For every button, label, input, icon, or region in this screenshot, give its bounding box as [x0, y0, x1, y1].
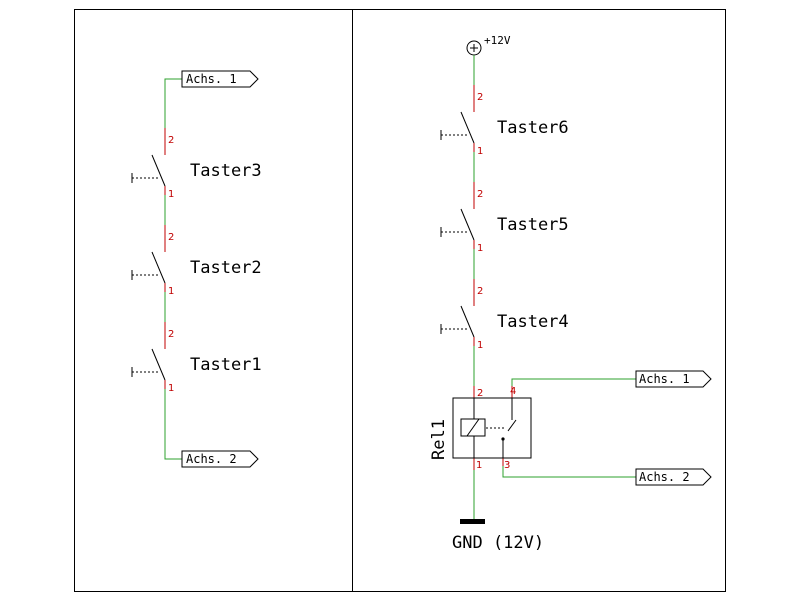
right-panel: +12V 2 1 Taster6 2 1: [429, 34, 712, 553]
net-flag-right-top[interactable]: Achs. 1: [635, 370, 712, 388]
ground-label: GND (12V): [452, 533, 544, 553]
switch-taster3[interactable]: 2 1 Taster3: [131, 128, 262, 200]
flag-shape: [635, 468, 712, 486]
pin-label: 3: [504, 460, 510, 471]
switch-name: Taster2: [190, 258, 262, 278]
switch-contact: [460, 208, 475, 241]
pin-label: 1: [477, 243, 483, 254]
wire-contact-top: [511, 378, 636, 386]
switch-contact: [151, 154, 166, 187]
switch-taster1[interactable]: 2 1 Taster1: [131, 322, 262, 394]
switch-name: Taster5: [497, 215, 569, 235]
flag-shape: [635, 370, 712, 388]
left-panel: 2 1 Taster3 2 1 Taster2 2 1 Taster1: [131, 70, 262, 468]
switch-name: Taster6: [497, 118, 569, 138]
switch-taster2[interactable]: 2 1 Taster2: [131, 225, 262, 297]
relay-contact: [507, 419, 517, 432]
switch-contact: [151, 251, 166, 284]
switch-taster6[interactable]: 2 1 Taster6: [440, 85, 569, 157]
relay-name: Rel1: [429, 419, 449, 460]
flag-label: Achs. 1: [186, 72, 237, 86]
pin-label: 2: [477, 286, 483, 297]
pin-label: 2: [168, 232, 174, 243]
pin-label: 2: [477, 388, 483, 399]
switch-contact: [151, 348, 166, 381]
relay-coil-slash: [466, 418, 480, 437]
ground-symbol[interactable]: GND (12V): [452, 519, 544, 553]
switch-name: Taster3: [190, 161, 262, 181]
switch-taster4[interactable]: 2 1 Taster4: [440, 279, 569, 351]
flag-shape: [181, 70, 259, 88]
pin-label: 2: [168, 135, 174, 146]
flag-label: Achs. 1: [639, 372, 690, 386]
wire-left-bottom: [164, 389, 182, 460]
net-flag-left-top[interactable]: Achs. 1: [181, 70, 259, 88]
relay-rel1[interactable]: 2 1 4 3 Rel1: [429, 386, 532, 471]
pin-label: 2: [477, 92, 483, 103]
flag-shape: [181, 450, 259, 468]
switch-taster5[interactable]: 2 1 Taster5: [440, 182, 569, 254]
flag-label: Achs. 2: [186, 452, 237, 466]
pin-label: 1: [477, 146, 483, 157]
supply-label: +12V: [484, 34, 511, 47]
supply-symbol[interactable]: +12V: [466, 34, 511, 56]
switch-contact: [460, 111, 475, 144]
pin-label: 1: [476, 460, 482, 471]
flag-label: Achs. 2: [639, 470, 690, 484]
switch-name: Taster1: [190, 355, 262, 375]
net-flag-right-bottom[interactable]: Achs. 2: [635, 468, 712, 486]
pin-label: 1: [168, 189, 174, 200]
pin-label: 1: [477, 340, 483, 351]
pin-label: 2: [168, 329, 174, 340]
wire-contact-bottom: [502, 466, 636, 478]
switch-name: Taster4: [497, 312, 569, 332]
wire-left-top: [164, 78, 182, 128]
pin-label: 2: [477, 189, 483, 200]
switch-contact: [460, 305, 475, 338]
sheet-frame: [74, 9, 726, 592]
net-flag-left-bottom[interactable]: Achs. 2: [181, 450, 259, 468]
ground-bar: [460, 519, 485, 524]
pin-label: 4: [510, 386, 516, 397]
pin-label: 1: [168, 286, 174, 297]
pin-label: 1: [168, 383, 174, 394]
